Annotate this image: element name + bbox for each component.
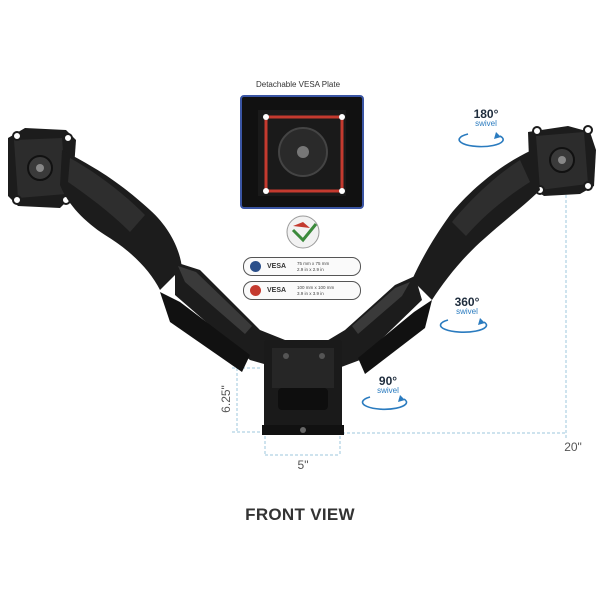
top-swivel-degrees: 180° bbox=[473, 107, 499, 121]
vesa-compliant-badge bbox=[286, 215, 320, 249]
height-dimension-label: 6.25" bbox=[219, 385, 233, 413]
vesa-option-size: 75 mm x 75 mm 2.9 in x 2.9 in bbox=[297, 261, 329, 273]
vesa-option-label: VESA bbox=[267, 287, 287, 294]
top-swivel-arrow bbox=[458, 133, 504, 148]
vesa-option-75: VESA 75 mm x 75 mm 2.9 in x 2.9 in bbox=[243, 257, 361, 276]
base-swivel-label: 90° swivel bbox=[368, 375, 408, 395]
base-swivel-arrow bbox=[361, 396, 408, 411]
reach-dimension-label: 20" bbox=[564, 440, 582, 454]
width-dimension-label: 5" bbox=[297, 458, 309, 472]
vesa-option-100: VESA 100 mm x 100 mm 3.9 in x 3.9 in bbox=[243, 281, 361, 300]
vesa-plate-inset bbox=[240, 95, 364, 209]
base-swivel-degrees: 90° bbox=[378, 374, 398, 388]
dimension-lines bbox=[232, 180, 567, 456]
middle-swivel-arrow bbox=[439, 319, 488, 333]
swivel-arrows bbox=[361, 132, 504, 411]
front-view-caption: FRONT VIEW bbox=[245, 505, 355, 524]
vesa-size-mm: 100 mm x 100 mm bbox=[297, 284, 335, 290]
vesa-size-in: 3.9 in x 3.9 in bbox=[297, 290, 324, 296]
vesa-option-size: 100 mm x 100 mm 3.9 in x 3.9 in bbox=[297, 285, 334, 297]
middle-swivel-label: 360° swivel bbox=[446, 296, 488, 316]
left-arm bbox=[60, 150, 290, 372]
vesa-75-dot-icon bbox=[250, 261, 261, 272]
vesa-frame-outline bbox=[264, 115, 344, 193]
middle-swivel-word: swivel bbox=[456, 307, 478, 316]
middle-swivel-degrees: 360° bbox=[454, 295, 480, 309]
right-arm bbox=[320, 150, 540, 374]
left-vesa-mount bbox=[8, 128, 76, 208]
right-vesa-mount bbox=[528, 125, 596, 196]
vesa-100-dot-icon bbox=[250, 285, 261, 296]
top-swivel-word: swivel bbox=[475, 119, 497, 128]
vesa-plate-title: Detachable VESA Plate bbox=[255, 80, 341, 89]
vesa-size-mm: 75 mm x 75 mm bbox=[297, 260, 330, 266]
top-swivel-label: 180° swivel bbox=[466, 108, 506, 128]
vesa-option-label: VESA bbox=[267, 263, 287, 270]
vesa-size-in: 2.9 in x 2.9 in bbox=[297, 266, 324, 272]
wall-mount-base bbox=[262, 340, 344, 435]
base-swivel-word: swivel bbox=[377, 386, 399, 395]
